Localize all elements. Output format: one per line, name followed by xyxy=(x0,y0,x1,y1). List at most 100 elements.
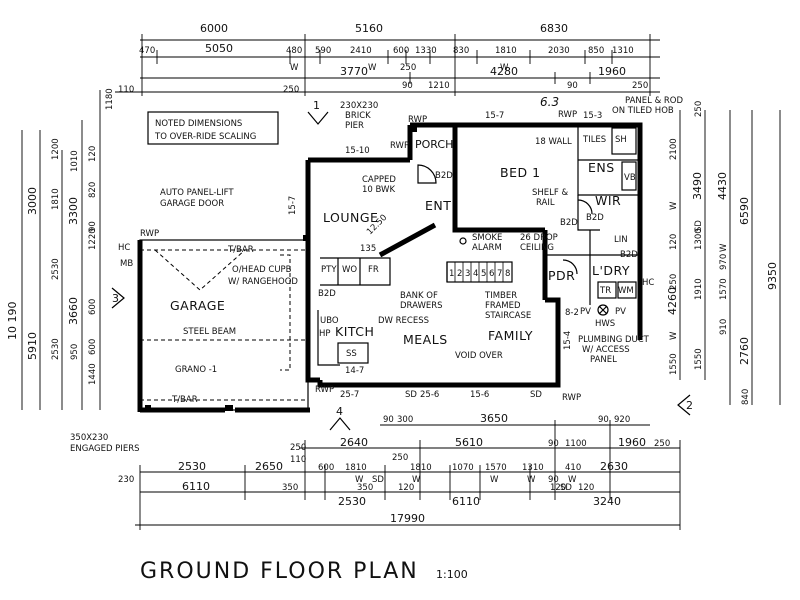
dim-left: 1200 xyxy=(51,138,61,160)
dim-r3-small: 1210 xyxy=(428,81,450,91)
garage-door-note: GARAGE DOOR xyxy=(160,199,224,209)
section-number: 3 xyxy=(112,292,119,305)
cupboard-note: W/ RANGEHOOD xyxy=(228,277,298,287)
stair-number: 5 xyxy=(481,269,486,279)
plumbing-note: PLUMBING DUCT xyxy=(578,335,650,345)
dim-r2: 1310 xyxy=(612,46,634,56)
dim-r2: 590 xyxy=(315,46,331,56)
dim-bottom: 90 xyxy=(598,415,609,425)
void-note: VOID OVER xyxy=(455,351,503,361)
rwp-tag: RWP xyxy=(390,141,409,151)
room-laundry: L'DRY xyxy=(592,263,630,278)
dim-bottom: 1810 xyxy=(410,463,432,473)
room-hp: HP xyxy=(319,329,331,339)
tbar-note: T/BAR xyxy=(227,245,254,255)
dim-bottom: 300 xyxy=(397,415,413,425)
dw-note: DW RECESS xyxy=(378,316,429,326)
dim-bottom-small: W xyxy=(568,475,577,485)
dim-right: 250 xyxy=(669,274,679,290)
dim-bottom-small: W xyxy=(490,475,499,485)
signature: 6.3 xyxy=(540,95,559,109)
hot-water-icon xyxy=(597,304,609,316)
plan-title: GROUND FLOOR PLAN xyxy=(140,559,419,584)
rwp-tag: RWP xyxy=(315,385,334,395)
dim-r2: 5050 xyxy=(205,42,233,55)
rwp-tag: RWP xyxy=(140,229,159,239)
dim-overall: 17990 xyxy=(390,512,425,525)
room-ensuite: ENS xyxy=(588,160,615,175)
room-lounge: LOUNGE xyxy=(323,210,378,225)
dim-right: 4430 xyxy=(716,172,729,200)
dim-left: 600 xyxy=(88,339,98,355)
shelf-note: RAIL xyxy=(536,198,555,208)
dim-right: W xyxy=(669,331,679,340)
dim-bottom: 410 xyxy=(565,463,581,473)
stair-number: 4 xyxy=(473,269,478,279)
pier-note: PIER xyxy=(345,121,364,131)
dim-bottom: 350 xyxy=(357,483,373,493)
dim-right: W xyxy=(669,201,679,210)
dim-right: 970 xyxy=(719,254,729,270)
dim-top-1: 6000 xyxy=(200,22,228,35)
dim-r3-small: 90 xyxy=(402,81,413,91)
engaged-note: ENGAGED PIERS xyxy=(70,444,140,454)
dim-r3-small: 250 xyxy=(283,85,299,95)
grano-note: GRANO -1 xyxy=(175,365,217,375)
dim-bottom-small: 250 xyxy=(392,453,408,463)
dim-left: 3000 xyxy=(26,187,39,215)
dim-r2: 2030 xyxy=(548,46,570,56)
dim-right: 1910 xyxy=(694,278,704,300)
room-family: FAMILY xyxy=(488,328,533,343)
left-dimensions: 10 190 3000 5910 1810 3300 2530 3660 120… xyxy=(6,88,115,410)
right-dimensions: 9350 6590 2760 840 4430 3490 4260 1550 2… xyxy=(666,101,781,405)
section-number: 1 xyxy=(313,99,320,112)
dim-w: W xyxy=(290,63,299,73)
dim-bottom-small: 90 xyxy=(548,475,559,485)
dim-bottom: 230 xyxy=(118,475,134,485)
top-dimensions: 6000 5160 6830 470 5050 480 590 2410 600… xyxy=(115,22,660,96)
rwp-tag: RWP xyxy=(562,393,581,403)
dim-bottom: 3650 xyxy=(480,412,508,425)
pv-tag: PV xyxy=(580,307,591,317)
cupboard-note: O/HEAD CUPB xyxy=(232,265,292,275)
stair-note: STAIRCASE xyxy=(485,311,531,321)
dim-bottom: 5610 xyxy=(455,436,483,449)
dim-r3-small: 90 xyxy=(567,81,578,91)
dim-r3: 1960 xyxy=(598,65,626,78)
stair-note: TIMBER xyxy=(484,291,517,301)
dim-left: 1010 xyxy=(70,150,80,172)
dim-left: 90 xyxy=(88,221,98,232)
dim-r2: 2410 xyxy=(350,46,372,56)
panel-rod-note: PANEL & ROD xyxy=(625,96,683,106)
drawers-note: DRAWERS xyxy=(400,301,443,311)
plan-scale: 1:100 xyxy=(436,568,468,581)
stair-number: 7 xyxy=(497,269,502,279)
dim-bottom: 90 xyxy=(383,415,394,425)
b2d-tag: B2D xyxy=(620,250,638,260)
dim-bottom: 350 xyxy=(282,483,298,493)
room-entry: ENT xyxy=(425,198,451,213)
dim-left: 950 xyxy=(70,344,80,360)
dim-bottom-small: 110 xyxy=(290,455,306,465)
dim-right: 910 xyxy=(719,319,729,335)
b2d-tag: B2D xyxy=(560,218,578,228)
drawers-note: BANK OF xyxy=(400,291,438,301)
dim-left: 2530 xyxy=(51,338,61,360)
drop-ceiling-note: CEILING xyxy=(520,243,554,253)
dim-left: 120 xyxy=(88,146,98,162)
step-note: 25-7 xyxy=(340,390,359,400)
dim-bottom: 1570 xyxy=(485,463,507,473)
smoke-note: SMOKE xyxy=(472,233,502,243)
dim-left: 2530 xyxy=(51,258,61,280)
room-meals: MEALS xyxy=(403,332,448,347)
dim-w: W xyxy=(368,63,377,73)
dim-bottom: 6110 xyxy=(452,495,480,508)
dim-r2: 1810 xyxy=(495,46,517,56)
stair-number: 8 xyxy=(505,269,510,279)
room-vanity: VB xyxy=(624,173,636,183)
dim-bottom-small: W xyxy=(527,475,536,485)
plumbing-note: PANEL xyxy=(590,355,617,365)
dim-bottom: 1070 xyxy=(452,463,474,473)
capped-note: 10 BWK xyxy=(362,185,395,195)
dim-bottom: 90 xyxy=(548,439,559,449)
